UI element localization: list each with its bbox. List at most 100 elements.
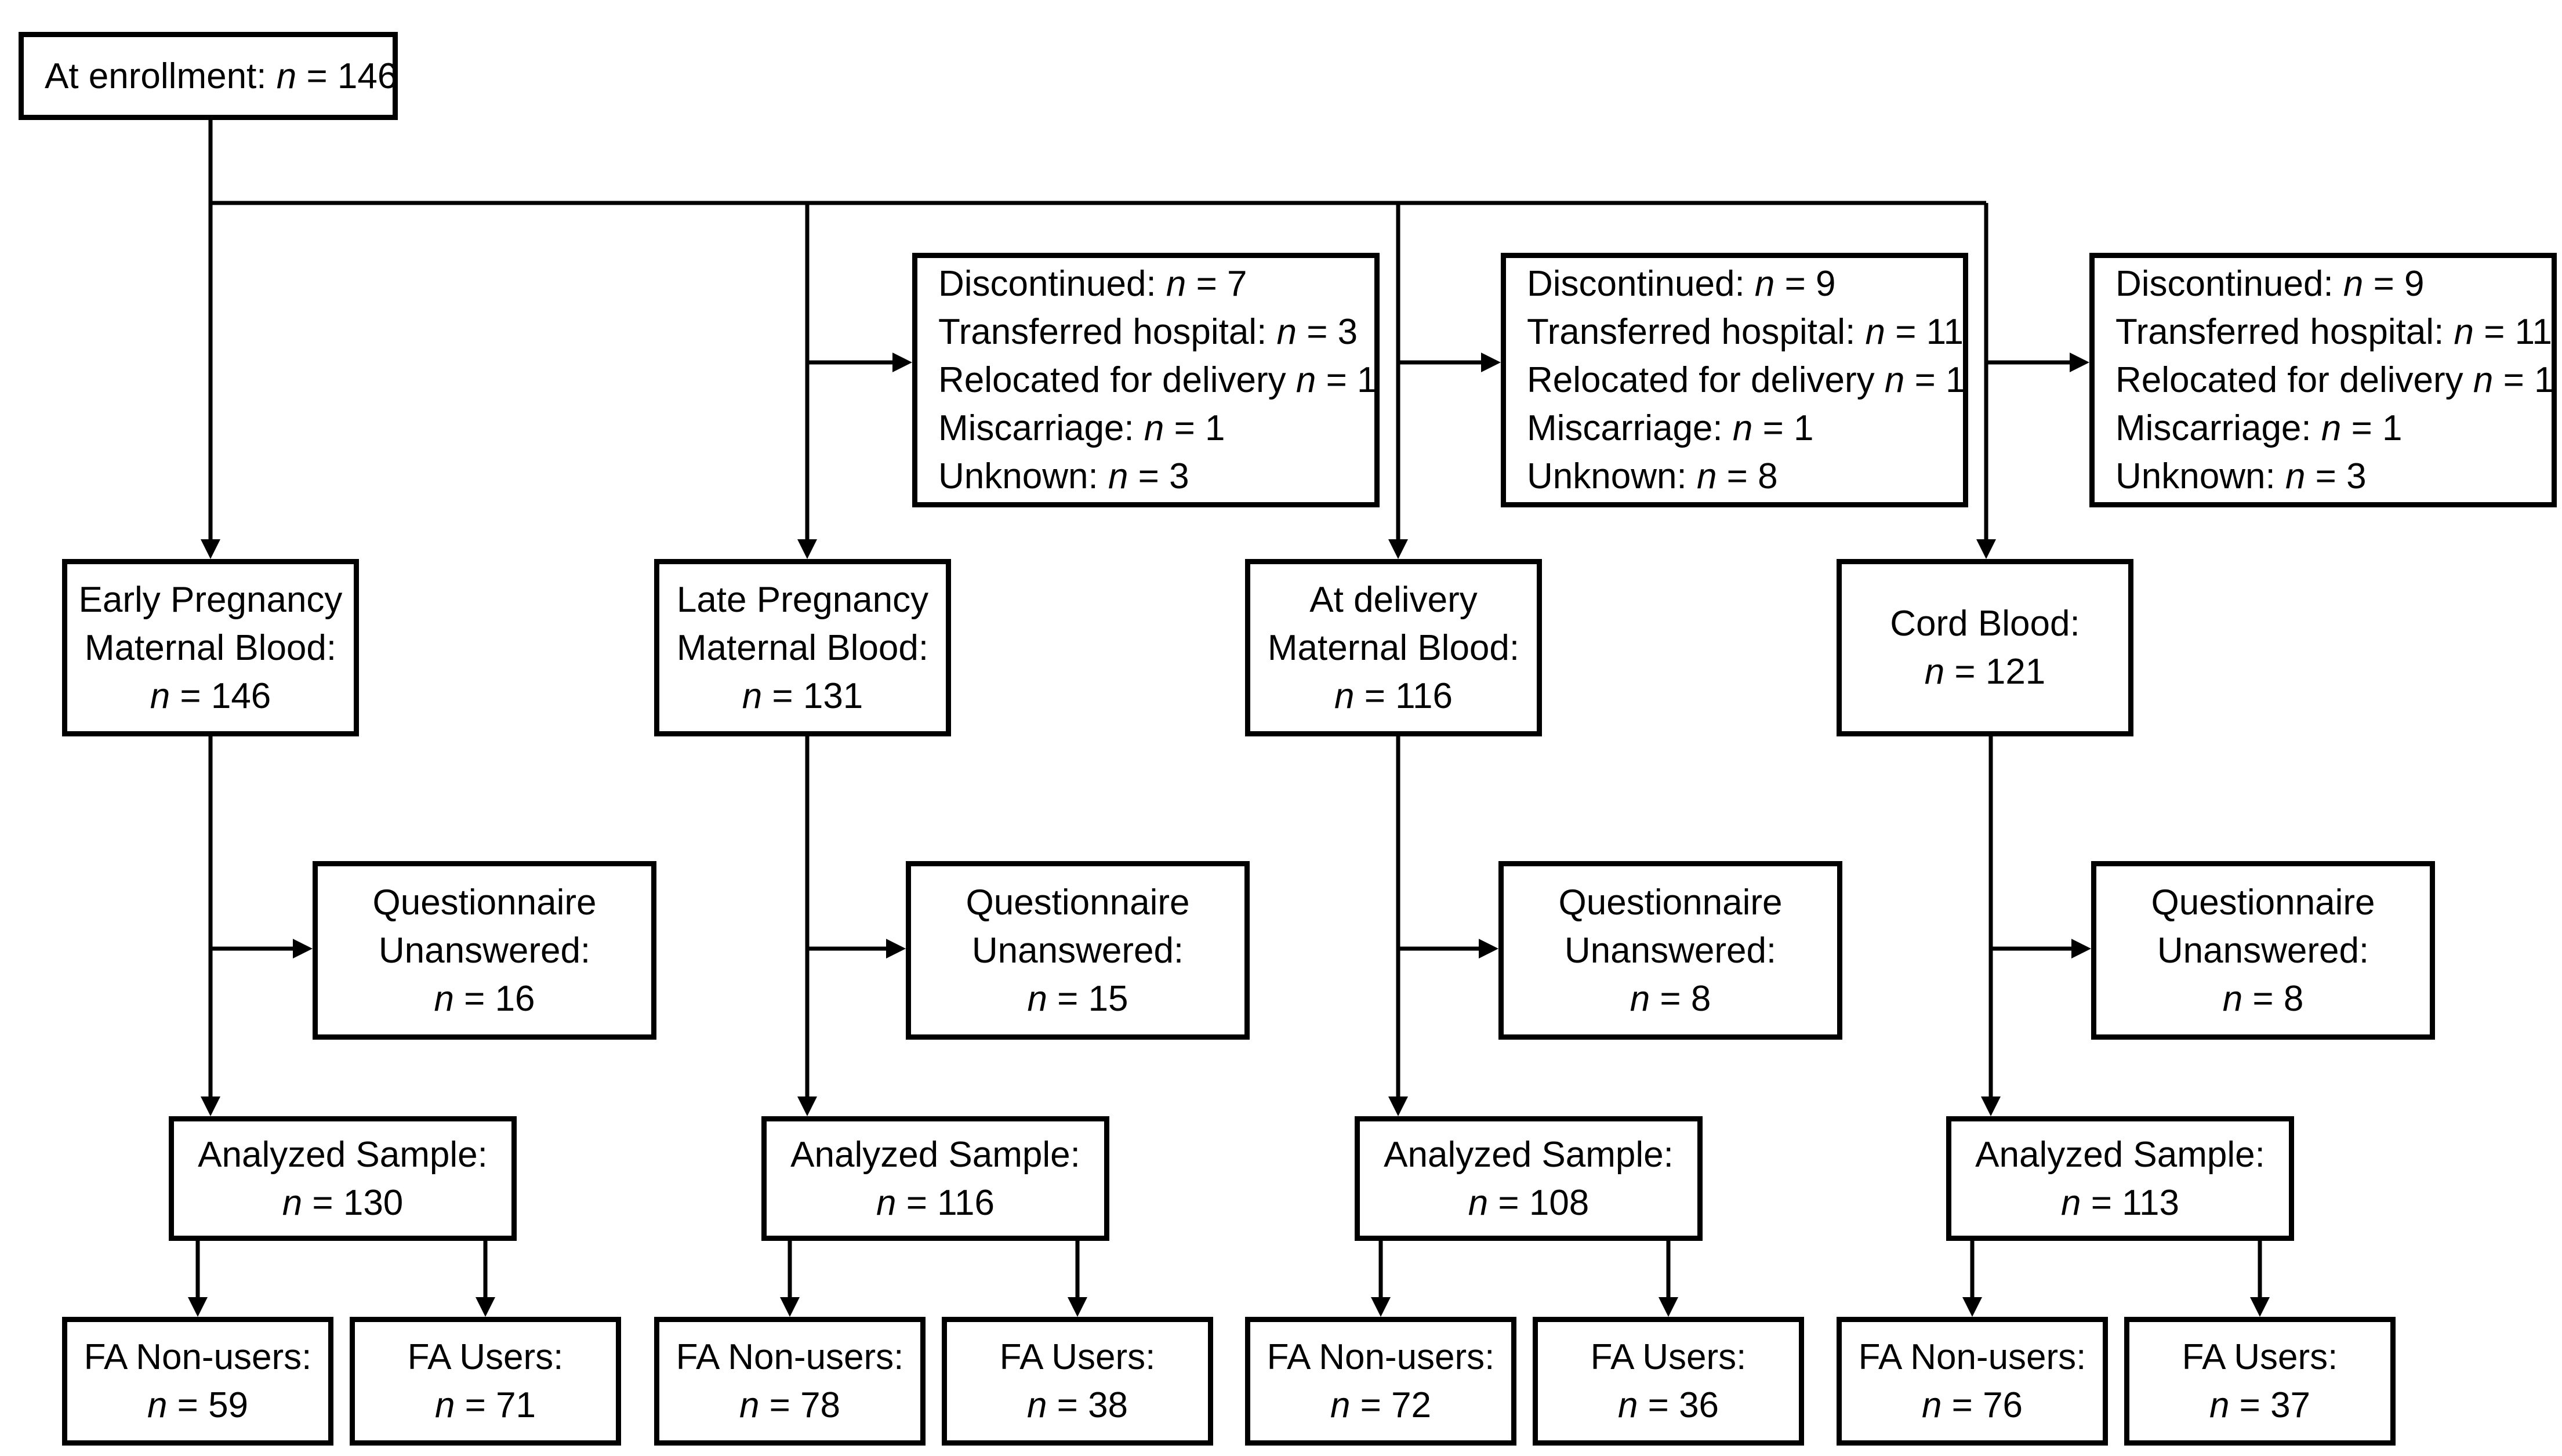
users-label: FA Users: [1590, 1337, 1747, 1377]
enrollment-box: At enrollment: n = 146 [19, 32, 398, 120]
users-label: FA Users: [2182, 1337, 2338, 1377]
arrowhead-down [476, 1297, 495, 1317]
exclusion-unknown: Unknown: n = 3 [2115, 456, 2367, 496]
users-box-cord-blood: FA Users: n = 37 [2124, 1317, 2396, 1446]
arrowhead-down [1388, 539, 1408, 559]
nonusers-box-early-pregnancy: FA Non-users: n = 59 [62, 1317, 333, 1446]
exclusion-relocated: Relocated for delivery n = 1 [2115, 360, 2554, 400]
users-count: n = 38 [1026, 1385, 1128, 1425]
sample-title-line-2: Maternal Blood: [84, 627, 337, 668]
analyzed-count: n = 113 [2061, 1182, 2179, 1223]
questionnaire-count: n = 8 [2222, 978, 2304, 1019]
questionnaire-subtitle: Unanswered: [2157, 930, 2369, 971]
analyzed-label: Analyzed Sample: [1975, 1134, 2265, 1175]
exclusion-miscarriage: Miscarriage: n = 1 [2115, 408, 2403, 448]
arrowhead-down [201, 539, 220, 559]
arrowhead-down [1962, 1297, 1982, 1317]
questionnaire-box-at-delivery: Questionnaire Unanswered: n = 8 [1498, 861, 1842, 1040]
exclusion-transferred: Transferred hospital: n = 11 [2115, 312, 2553, 352]
questionnaire-title: Questionnaire [1558, 882, 1783, 923]
sample-count: n = 131 [742, 676, 863, 716]
exclusion-box-1: Discontinued: n = 7 Transferred hospital… [912, 253, 1380, 507]
sample-box-at-delivery: At delivery Maternal Blood: n = 116 [1245, 559, 1542, 736]
enrollment-text: At enrollment: n = 146 [45, 56, 398, 96]
users-box-at-delivery: FA Users: n = 36 [1533, 1317, 1804, 1446]
arrowhead-down [2250, 1297, 2270, 1317]
exclusion-discontinued: Discontinued: n = 7 [938, 264, 1247, 304]
nonusers-count: n = 76 [1921, 1385, 2023, 1425]
analyzed-box-early-pregnancy: Analyzed Sample: n = 130 [169, 1116, 517, 1241]
questionnaire-title: Questionnaire [2151, 882, 2375, 923]
exclusion-relocated: Relocated for delivery n = 1 [1527, 360, 1966, 400]
analyzed-label: Analyzed Sample: [1384, 1134, 1674, 1175]
arrowhead-down [1976, 539, 1996, 559]
exclusion-unknown: Unknown: n = 8 [1527, 456, 1778, 496]
exclusion-transferred: Transferred hospital: n = 3 [938, 312, 1358, 352]
questionnaire-title: Questionnaire [372, 882, 597, 923]
arrowhead-down [188, 1297, 208, 1317]
exclusion-relocated: Relocated for delivery n = 1 [938, 360, 1377, 400]
nonusers-box-at-delivery: FA Non-users: n = 72 [1245, 1317, 1516, 1446]
users-box-late-pregnancy: FA Users: n = 38 [942, 1317, 1213, 1446]
analyzed-box-late-pregnancy: Analyzed Sample: n = 116 [761, 1116, 1109, 1241]
arrowhead-down [1659, 1297, 1678, 1317]
questionnaire-box-cord-blood: Questionnaire Unanswered: n = 8 [2091, 861, 2435, 1040]
questionnaire-subtitle: Unanswered: [971, 930, 1184, 971]
questionnaire-count: n = 15 [1027, 978, 1128, 1019]
nonusers-label: FA Non-users: [84, 1337, 312, 1377]
users-box-early-pregnancy: FA Users: n = 71 [350, 1317, 621, 1446]
questionnaire-box-late-pregnancy: Questionnaire Unanswered: n = 15 [906, 861, 1250, 1040]
arrowhead-right [2071, 939, 2091, 958]
arrowhead-down [1068, 1297, 1087, 1317]
exclusion-miscarriage: Miscarriage: n = 1 [1527, 408, 1814, 448]
analyzed-box-at-delivery: Analyzed Sample: n = 108 [1355, 1116, 1703, 1241]
exclusion-discontinued: Discontinued: n = 9 [1527, 264, 1836, 304]
users-count: n = 36 [1617, 1385, 1719, 1425]
nonusers-label: FA Non-users: [676, 1337, 904, 1377]
exclusion-unknown: Unknown: n = 3 [938, 456, 1189, 496]
questionnaire-subtitle: Unanswered: [378, 930, 591, 971]
sample-title-line-2: Maternal Blood: [676, 627, 929, 668]
users-label: FA Users: [999, 1337, 1156, 1377]
arrowhead-right [886, 939, 906, 958]
analyzed-label: Analyzed Sample: [198, 1134, 488, 1175]
questionnaire-box-early-pregnancy: Questionnaire Unanswered: n = 16 [313, 861, 656, 1040]
arrowhead-right [892, 353, 912, 372]
analyzed-count: n = 108 [1468, 1182, 1590, 1223]
sample-title-line-1: Early Pregnancy [78, 579, 343, 620]
arrowhead-right [2070, 353, 2089, 372]
exclusion-miscarriage: Miscarriage: n = 1 [938, 408, 1225, 448]
arrowhead-down [201, 1096, 220, 1116]
exclusion-box-2: Discontinued: n = 9 Transferred hospital… [1501, 253, 1968, 507]
nonusers-label: FA Non-users: [1858, 1337, 2086, 1377]
sample-title-line-1: At delivery [1309, 579, 1478, 620]
analyzed-label: Analyzed Sample: [790, 1134, 1080, 1175]
arrowhead-down [780, 1297, 800, 1317]
arrowhead-right [1481, 353, 1501, 372]
arrowhead-down [797, 1096, 817, 1116]
arrowhead-down [797, 539, 817, 559]
arrowhead-down [1981, 1096, 2001, 1116]
sample-title-line-1: Late Pregnancy [676, 579, 929, 620]
questionnaire-subtitle: Unanswered: [1564, 930, 1777, 971]
nonusers-count: n = 72 [1330, 1385, 1432, 1425]
arrowhead-right [1479, 939, 1498, 958]
questionnaire-title: Questionnaire [966, 882, 1190, 923]
sample-box-late-pregnancy: Late Pregnancy Maternal Blood: n = 131 [654, 559, 951, 736]
questionnaire-count: n = 16 [434, 978, 535, 1019]
sample-count: n = 116 [1334, 676, 1453, 716]
sample-box-cord-blood: Cord Blood: n = 121 [1837, 559, 2133, 736]
analyzed-box-cord-blood: Analyzed Sample: n = 113 [1946, 1116, 2294, 1241]
sample-title-line-2: Maternal Blood: [1267, 627, 1520, 668]
sample-title-line-1: Cord Blood: [1890, 604, 2080, 644]
sample-box-early-pregnancy: Early Pregnancy Maternal Blood: n = 146 [62, 559, 359, 736]
exclusion-discontinued: Discontinued: n = 9 [2115, 264, 2425, 304]
users-count: n = 71 [434, 1385, 536, 1425]
nonusers-label: FA Non-users: [1267, 1337, 1495, 1377]
exclusion-transferred: Transferred hospital: n = 11 [1527, 312, 1964, 352]
nonusers-box-cord-blood: FA Non-users: n = 76 [1837, 1317, 2108, 1446]
nonusers-count: n = 59 [147, 1385, 249, 1425]
nonusers-count: n = 78 [739, 1385, 841, 1425]
users-count: n = 37 [2209, 1385, 2311, 1425]
